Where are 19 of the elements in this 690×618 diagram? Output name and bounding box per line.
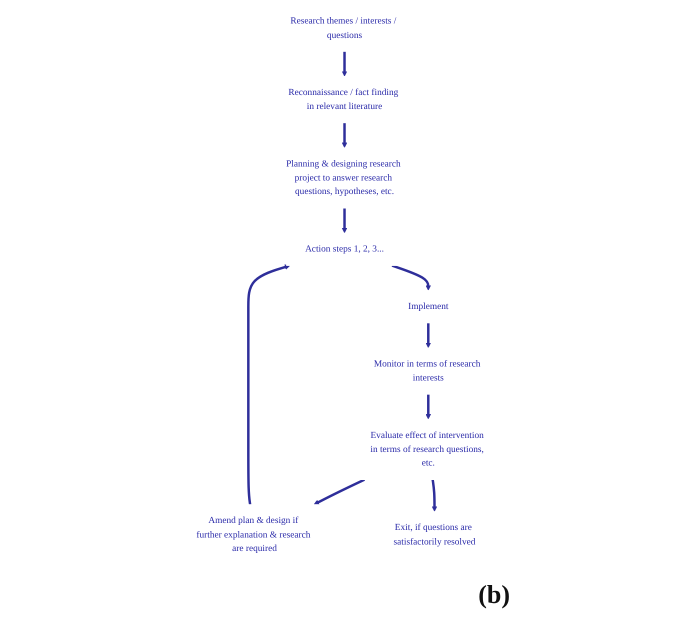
node-text: Research themes / interests / questions <box>290 16 397 40</box>
arrow <box>392 264 432 291</box>
node-text: Action steps 1, 2, 3... <box>306 244 384 254</box>
node-text: Amend plan & design if further explanation & research are required <box>196 516 311 554</box>
arrow <box>342 208 348 234</box>
node-text: Reconnaissance / fact finding in relevant literature <box>288 88 399 112</box>
node-text: Planning & designing research project to answer research questions, hypotheses, etc. <box>286 158 402 197</box>
arrow <box>426 323 432 348</box>
arrow <box>248 264 291 505</box>
arrow <box>342 122 348 148</box>
node-text: Implement <box>408 302 449 312</box>
node-text: Exit, if questions are satisfactorily resolved <box>394 522 476 547</box>
arrow <box>342 52 348 77</box>
arrow <box>432 480 438 512</box>
node-text: Monitor in terms of research interests <box>374 359 481 383</box>
arrow <box>426 394 432 420</box>
arrow <box>314 478 366 505</box>
panel-label: (b) <box>478 580 510 609</box>
node-text: Evaluate effect of intervention in terms of research questions, etc. <box>370 430 484 468</box>
